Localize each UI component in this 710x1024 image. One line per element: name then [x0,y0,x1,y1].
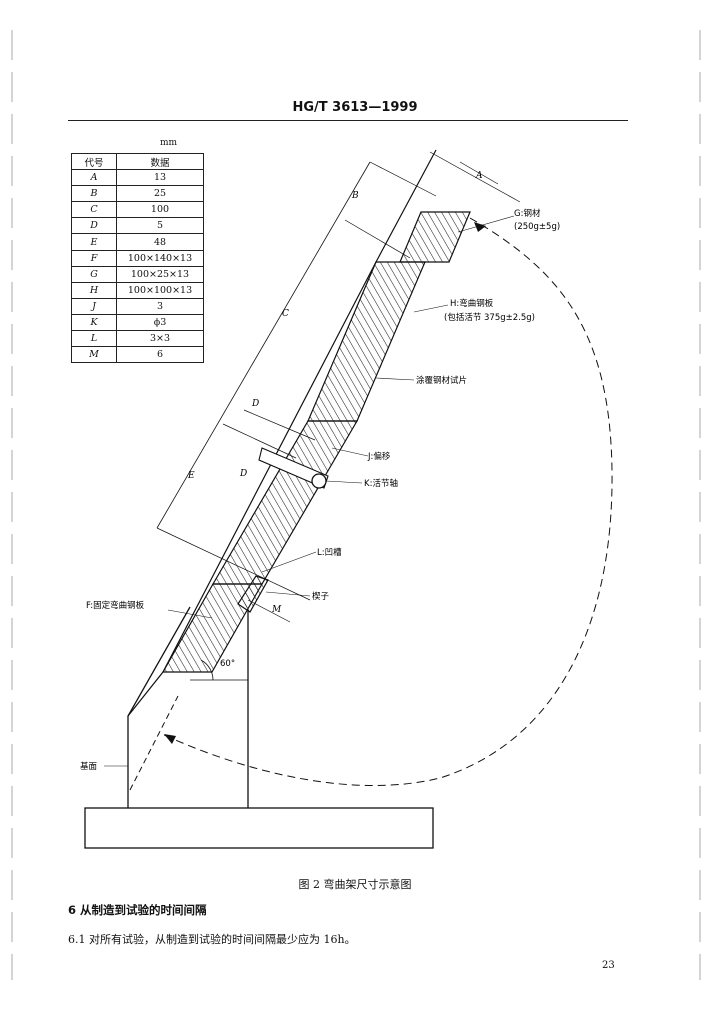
label-offset: J:偏移 [367,451,391,462]
label-base: 基面 [80,761,98,772]
hinge-axis [311,473,327,489]
section-clause: 6.1 对所有试验，从制造到试验的时间间隔最少应为 16h。 [68,933,356,946]
steel-weight [399,211,471,263]
page-number: 23 [602,960,615,971]
label-hinge: K:活节轴 [364,478,398,489]
label-wedge: 楔子 [312,591,330,602]
row-code: M [71,346,117,364]
table-unit: mm [160,138,178,148]
angle-label: 60° [220,659,235,669]
standard-header: HG/T 3613—1999 [292,100,418,115]
figure-caption: 图 2 弯曲架尺寸示意图 [298,878,412,891]
offset-bar [258,447,329,489]
base-guide [129,695,179,791]
arc-arrow-low [164,734,176,744]
swing-arc [161,217,613,786]
coated-specimen [211,420,359,585]
dim-d-lower: D [239,469,247,479]
label-specimen: 涂覆钢材试片 [416,375,467,386]
dim-e: E [187,471,195,481]
label-h-line1: H:弯曲钢板 [450,298,494,309]
specimen-outer-edge [127,149,437,717]
label-g-line2: (250g±5g) [514,222,560,232]
base-plate [84,807,434,849]
label-fixed-plate: F:固定弯曲钢板 [86,600,145,611]
dim-b: B [351,191,359,201]
section-title: 6 从制造到试验的时间间隔 [68,903,207,917]
label-h-line2: (包括活节 375g±2.5g) [444,312,535,323]
label-groove: L:凹槽 [317,547,342,558]
dim-c: C [282,309,289,319]
arc-arrow-high [474,222,486,232]
bending-plate [307,261,426,422]
dim-a: A [475,171,483,181]
dim-line-main [156,161,371,529]
dim-d-upper: D [251,399,259,409]
dim-m: M [271,605,282,615]
row-value: 6 [116,346,204,364]
label-g-line1: G:钢材 [514,208,541,219]
header-rule [68,120,628,121]
